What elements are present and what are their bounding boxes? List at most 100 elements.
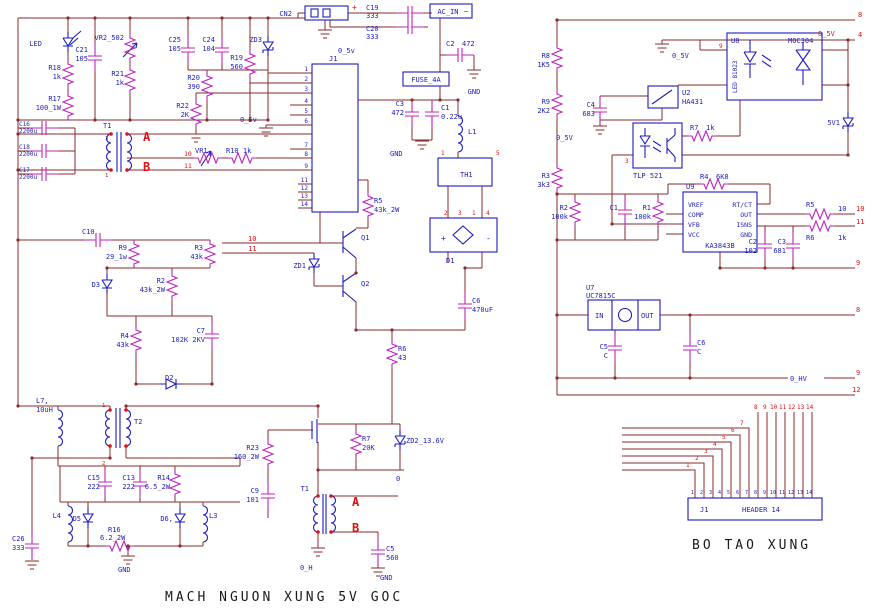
resistor-r3b — [551, 163, 563, 193]
c1-label: C1 — [441, 104, 449, 112]
cn2-pin-2 — [322, 8, 331, 18]
net-10-label: 10 — [248, 235, 256, 243]
header-wire-bundle — [622, 412, 813, 498]
resistor-r14 — [169, 469, 181, 499]
junction-dot — [108, 456, 112, 460]
gnd-0-5v-mid-label: 0_5v — [240, 116, 257, 124]
c6b-value: C — [697, 348, 701, 356]
ic-tlp521-box — [632, 122, 683, 169]
resistor-r20 — [201, 71, 213, 101]
trimmer-vr2 — [124, 33, 136, 63]
u7-regulator-symbol — [617, 307, 633, 323]
r6b-label: R6 — [806, 234, 814, 242]
gnd-0-5v-r1-label: 0_5V — [672, 52, 690, 60]
junction-dot — [316, 468, 320, 472]
r4b-label: R4 — [700, 173, 708, 181]
inductor-l1 — [457, 115, 464, 153]
header-j1-box — [687, 497, 823, 521]
zener-zd3 — [262, 35, 274, 57]
capacitor-c15 — [97, 469, 113, 499]
hdr-net-7: 7 — [740, 420, 744, 427]
r16-value: 6.2_2W — [100, 534, 126, 542]
hdr-net-6: 6 — [731, 427, 735, 434]
inductor-l3 — [202, 505, 209, 543]
j1-pin-6: 6 — [304, 118, 308, 125]
c26-value: 333 — [12, 544, 25, 552]
d1-pin-4: 4 — [486, 210, 490, 217]
tlp-label: TLP 521 — [633, 172, 663, 180]
winding-b-top: B — [143, 160, 150, 174]
r3b-label: R3 — [542, 172, 550, 180]
c21-label: C21 — [75, 46, 88, 54]
fuse-box — [402, 71, 450, 87]
r2b-value: 100k — [551, 213, 569, 221]
ground-icon — [188, 133, 204, 143]
j1b-pin-2: 2 — [700, 490, 703, 496]
zd2-label: ZD2_13.6V — [406, 437, 445, 445]
ground-icon — [592, 125, 608, 135]
component-layer — [57, 3, 854, 543]
t1-label: T1 — [103, 122, 111, 130]
u2-part: HA431 — [682, 98, 703, 106]
c3b-label: C3 — [778, 238, 786, 246]
r7-value: 20K — [362, 444, 375, 452]
r4b-value: 6K8 — [716, 173, 729, 181]
capacitor-c2 — [445, 47, 475, 63]
j1b-pin-14: 14 — [806, 490, 812, 496]
resistor-r21 — [124, 65, 136, 95]
r1b-label: R1 — [643, 204, 651, 212]
resistor-r17 — [62, 91, 74, 121]
ground-icon — [258, 127, 274, 137]
junction-dot — [108, 408, 112, 412]
r20-label: R20 — [187, 74, 200, 82]
junction-dot — [248, 118, 252, 122]
t2-label: T2 — [134, 418, 142, 426]
junction-dot — [456, 98, 460, 102]
r3b-value: 3k3 — [537, 181, 550, 189]
net-9-right: 9 — [856, 259, 860, 267]
vr2-label: VR2_502 — [94, 34, 124, 42]
q2-label: Q2 — [361, 280, 369, 288]
capacitor-c26 — [24, 531, 40, 561]
c5-label: C5 — [386, 545, 394, 553]
j1-pin-14: 14 — [301, 201, 309, 208]
j1-pin-11: 11 — [301, 177, 309, 184]
u9-pin-comp: COMP — [688, 211, 704, 219]
led-label: LED — [29, 40, 42, 48]
junction-dot — [108, 444, 112, 448]
r5-label: R5 — [374, 197, 382, 205]
capacitor-c21 — [87, 43, 103, 73]
ic-u8-moc-box — [726, 32, 823, 101]
gnd-c3-label: GND — [390, 150, 403, 158]
inductor-l4 — [67, 505, 74, 543]
header-label: HEADER 14 — [742, 506, 780, 514]
winding-a-top: A — [143, 130, 151, 144]
c19-label: C19 — [366, 4, 379, 12]
j1b-pin-13: 13 — [797, 490, 803, 496]
j1-pin-4: 4 — [304, 98, 308, 105]
junction-dot — [16, 132, 20, 136]
junction-dot — [86, 544, 90, 548]
junction-dot — [688, 313, 692, 317]
junction-dot — [846, 38, 850, 42]
resistor-r4 — [130, 325, 142, 355]
c2-value: 472 — [462, 40, 475, 48]
junction-dot — [316, 404, 320, 408]
u9-label: U9 — [686, 183, 694, 191]
zd1-label: ZD1 — [293, 262, 306, 270]
component-details — [69, 30, 812, 534]
c24-label: C24 — [202, 36, 215, 44]
r5b-value: 10 — [838, 205, 846, 213]
r9-value: 29_1w — [106, 253, 128, 261]
u9-pin-vref: VREF — [688, 201, 704, 209]
zd-5v1-label: 5V1 — [827, 119, 840, 127]
capacitor-c1b — [617, 197, 633, 227]
junction-dot — [846, 83, 850, 87]
junction-dot — [463, 266, 467, 270]
r9b-label: R9 — [542, 98, 550, 106]
capacitor-c9 — [260, 481, 276, 511]
junction-dot — [93, 16, 97, 20]
capacitor-c19 — [395, 5, 425, 21]
t1b-label: T1 — [301, 485, 309, 493]
ic-u2-ha431-box — [647, 85, 679, 109]
